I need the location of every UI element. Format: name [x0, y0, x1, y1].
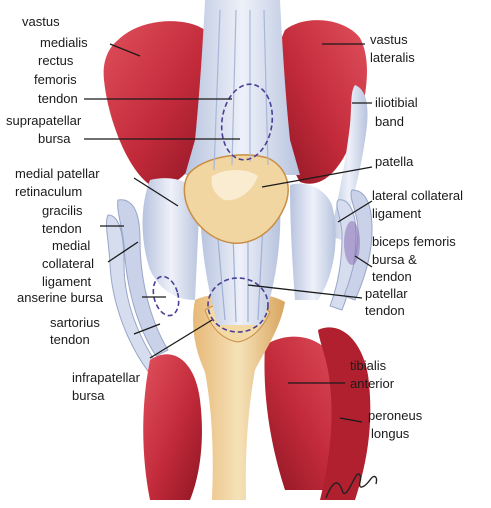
- label-line: tibialis: [350, 358, 387, 373]
- rectus-femoris-tendon-shape: [185, 0, 300, 175]
- label-medial-patellar-retinaculum: medial patellar retinaculum: [15, 166, 103, 199]
- label-vastus-medialis: vastus medialis: [22, 14, 88, 50]
- label-line: infrapatellar: [72, 370, 141, 385]
- label-suprapatellar-bursa: suprapatellar bursa: [6, 113, 85, 146]
- knee-illustration: [104, 0, 372, 500]
- label-line: bursa: [38, 131, 71, 146]
- label-vastus-lateralis: vastus lateralis: [370, 32, 415, 65]
- label-line: tendon: [372, 269, 412, 284]
- label-line: ligament: [372, 206, 422, 221]
- label-line: peroneus: [368, 408, 423, 423]
- label-line: medial patellar: [15, 166, 100, 181]
- label-rectus-femoris-tendon: rectus femoris tendon: [34, 53, 80, 106]
- label-line: medial: [52, 238, 90, 253]
- label-sartorius-tendon: sartorius tendon: [50, 315, 103, 347]
- label-line: tendon: [42, 221, 82, 236]
- label-line: lateralis: [370, 50, 415, 65]
- label-line: retinaculum: [15, 184, 82, 199]
- label-line: collateral: [42, 256, 94, 271]
- label-anserine-bursa: anserine bursa: [17, 290, 104, 305]
- medial-calf-muscle: [143, 354, 202, 500]
- label-peroneus-longus: peroneus longus: [368, 408, 426, 441]
- label-line: iliotibial: [375, 95, 418, 110]
- label-iliotibial-band: iliotibial band: [375, 95, 421, 129]
- label-line: bursa &: [372, 252, 417, 267]
- label-line: patellar: [365, 286, 408, 301]
- label-line: medialis: [40, 35, 88, 50]
- label-patella: patella: [375, 154, 414, 169]
- label-line: tendon: [50, 332, 90, 347]
- label-line: vastus: [370, 32, 408, 47]
- label-patellar-tendon: patellar tendon: [365, 286, 411, 318]
- label-line: band: [375, 114, 404, 129]
- label-line: biceps femoris: [372, 234, 456, 249]
- label-line: suprapatellar: [6, 113, 82, 128]
- label-medial-collateral-ligament: medial collateral ligament: [42, 238, 98, 289]
- label-line: tendon: [38, 91, 78, 106]
- label-line: patella: [375, 154, 414, 169]
- label-line: femoris: [34, 72, 77, 87]
- label-line: tendon: [365, 303, 405, 318]
- label-gracilis-tendon: gracilis tendon: [42, 203, 86, 236]
- label-line: sartorius: [50, 315, 100, 330]
- label-line: ligament: [42, 274, 92, 289]
- label-lateral-collateral-ligament: lateral collateral ligament: [372, 188, 467, 221]
- lateral-retinaculum-shape: [290, 184, 336, 300]
- label-line: longus: [371, 426, 410, 441]
- label-line: gracilis: [42, 203, 83, 218]
- label-line: lateral collateral: [372, 188, 463, 203]
- label-line: bursa: [72, 388, 105, 403]
- label-infrapatellar-bursa: infrapatellar bursa: [72, 370, 144, 403]
- label-line: anterior: [350, 376, 395, 391]
- label-line: anserine bursa: [17, 290, 104, 305]
- label-line: vastus: [22, 14, 60, 29]
- label-line: rectus: [38, 53, 74, 68]
- label-biceps-femoris-bursa-tendon: biceps femoris bursa & tendon: [372, 234, 459, 284]
